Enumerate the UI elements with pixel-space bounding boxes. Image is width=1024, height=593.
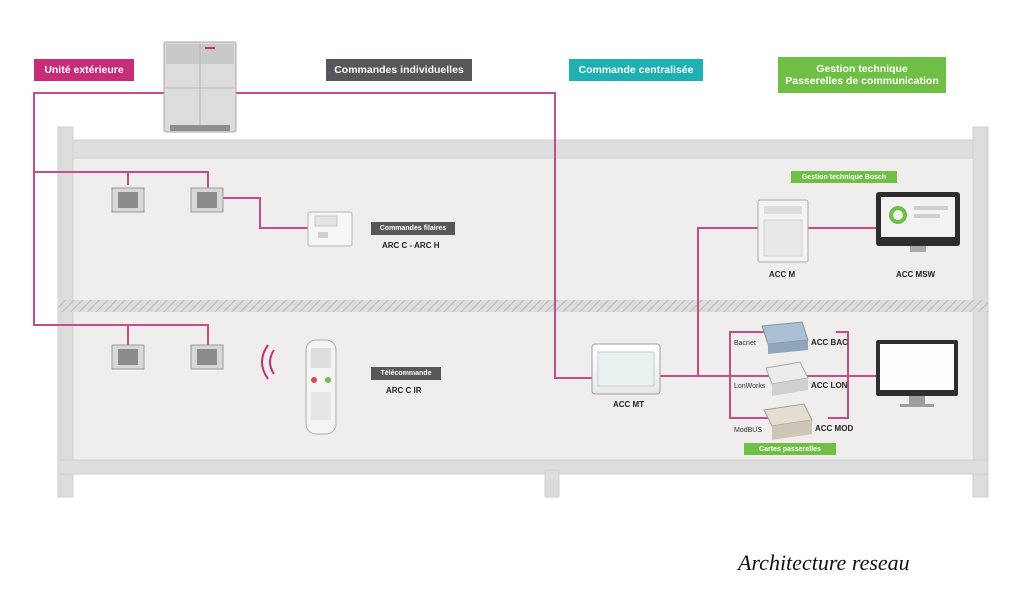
protocol-bacnet: Bacnet [734, 340, 756, 347]
label-acc-bac: ACC BAC [811, 338, 848, 347]
central-bus-line [236, 92, 592, 379]
label-acc-mt: ACC MT [613, 400, 645, 409]
protocol-modbus: ModBUS [734, 427, 763, 434]
label-acc-lon: ACC LON [811, 381, 848, 390]
tag-gateway-cards: Cartes passerelles [744, 443, 836, 455]
label-wired-models: ARC C - ARC H [382, 241, 440, 250]
tag-bosch-gtb: Gestion technique Bosch [791, 171, 897, 183]
label-acc-m: ACC M [769, 270, 796, 279]
header-individual-controls: Commandes individuelles [326, 59, 472, 81]
wired-control-device [307, 211, 353, 247]
acc-bac-device [761, 321, 809, 354]
wired-control-line [222, 197, 308, 229]
outdoor-unit [163, 41, 237, 133]
ground-slab [57, 459, 989, 475]
ir-signal-icon [261, 344, 275, 380]
bms-monitor [876, 340, 958, 407]
acc-m-device [757, 199, 809, 263]
label-acc-mod: ACC MOD [815, 424, 854, 433]
outdoor-bus-line [33, 92, 209, 345]
diagram-caption: Architecture reseau [738, 550, 910, 575]
roof-slab [57, 139, 989, 159]
protocol-lonworks: LonWorks [734, 383, 766, 390]
gateway-right-bus [828, 331, 849, 419]
cassette-unit [111, 187, 145, 213]
label-remote-model: ARC C IR [386, 386, 422, 395]
middle-slab [58, 300, 988, 312]
cassette-unit [190, 344, 224, 370]
acc-mt-device [591, 343, 661, 395]
cassette-unit [111, 344, 145, 370]
cassette-unit [190, 187, 224, 213]
tag-remote-control: Télécommande [371, 367, 441, 380]
remote-control-device [305, 339, 337, 435]
acc-lon-device [765, 361, 809, 396]
header-central-control: Commande centralisée [569, 59, 703, 81]
center-pillar [544, 469, 560, 498]
header-outdoor-unit: Unité extérieure [34, 59, 134, 81]
mt-to-accm-line [697, 227, 758, 376]
acc-mod-device [763, 403, 813, 440]
label-acc-msw: ACC MSW [896, 270, 936, 279]
tag-wired-controls: Commandes filaires [371, 222, 455, 235]
upper-floor-branch [34, 171, 209, 195]
building-structure [57, 126, 989, 498]
acc-msw-device [876, 192, 960, 252]
